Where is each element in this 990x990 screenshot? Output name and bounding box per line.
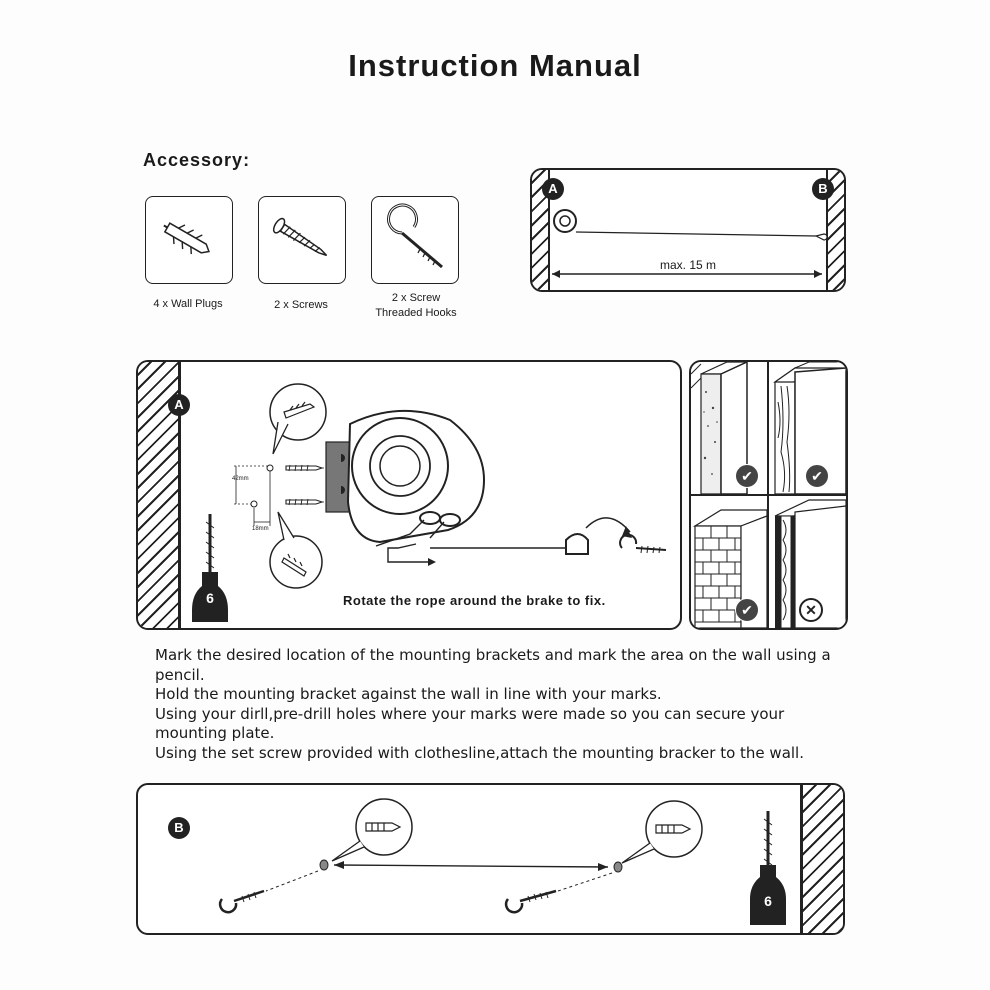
plasterboard-cross-icon: ✕ [799,598,823,622]
hooks-label-line1: 2 x Screw [391,292,441,304]
wall-right [826,170,844,290]
mounting-diagram [192,383,667,622]
page-title: Instruction Manual [348,48,642,83]
step-a-panel: A [136,360,682,630]
step-b-drill-size: 6 [764,893,772,909]
concrete-check-icon: ✔ [735,464,759,488]
distance-label: max. 15 m [659,258,716,272]
instruction-3: Using your dirll,pre-drill holes where y… [155,704,785,743]
dim-vertical-label: 42mm [232,476,249,482]
rope-diagram [552,209,828,278]
accessory-heading: Accessory: [143,150,251,170]
instruction-1: Mark the desired location of the mountin… [155,646,831,684]
screw-box [258,196,346,284]
hooks-label-line2: Threaded Hooks [375,307,457,319]
wall-plugs-label: 4 x Wall Plugs [153,298,223,310]
badge-b: B [812,178,834,200]
plasterboard-wall-icon [774,499,846,628]
overview-panel: A B max. 15 m [530,168,846,292]
badge-a: A [542,178,564,200]
instruction-4: Using the set screw provided with clothe… [155,743,804,762]
concrete-wall-icon [691,362,767,494]
step-a-caption: Rotate the rope around the brake to fix. [343,593,606,608]
hook-spacing-diagram [218,798,786,925]
wall-type-concrete: ✔ [691,362,769,496]
screws-label: 2 x Screws [274,299,328,311]
hooks-label: 2 x Screw Threaded Hooks [361,291,471,321]
instruction-2: Hold the mounting bracket against the wa… [155,685,662,703]
wall-type-plasterboard: ✕ [769,496,846,628]
wall-left [532,170,550,290]
step-b-badge: B [168,817,190,839]
wood-wall-icon [773,362,846,494]
wall-plug-icon [163,222,210,255]
threaded-hook-box [371,196,459,284]
threaded-hook-icon [387,203,443,269]
step-a-badge: A [168,394,190,416]
wall-types-panel: ✔ ✔ [689,360,848,630]
step-b-panel: B 6 [136,783,845,935]
dim-horizontal-label: 18mm [252,526,269,532]
drill-size-label: 6 [206,590,214,606]
brick-check-icon: ✔ [735,598,759,622]
brick-wall-icon [692,509,767,628]
instruction-text: Mark the desired location of the mountin… [155,646,845,763]
screw-icon [272,217,328,257]
wall-type-wood: ✔ [769,362,846,496]
step-b-wall [800,785,843,933]
wall-plug-box [145,196,233,284]
wall-type-brick: ✔ [691,496,769,628]
wood-check-icon: ✔ [805,464,829,488]
